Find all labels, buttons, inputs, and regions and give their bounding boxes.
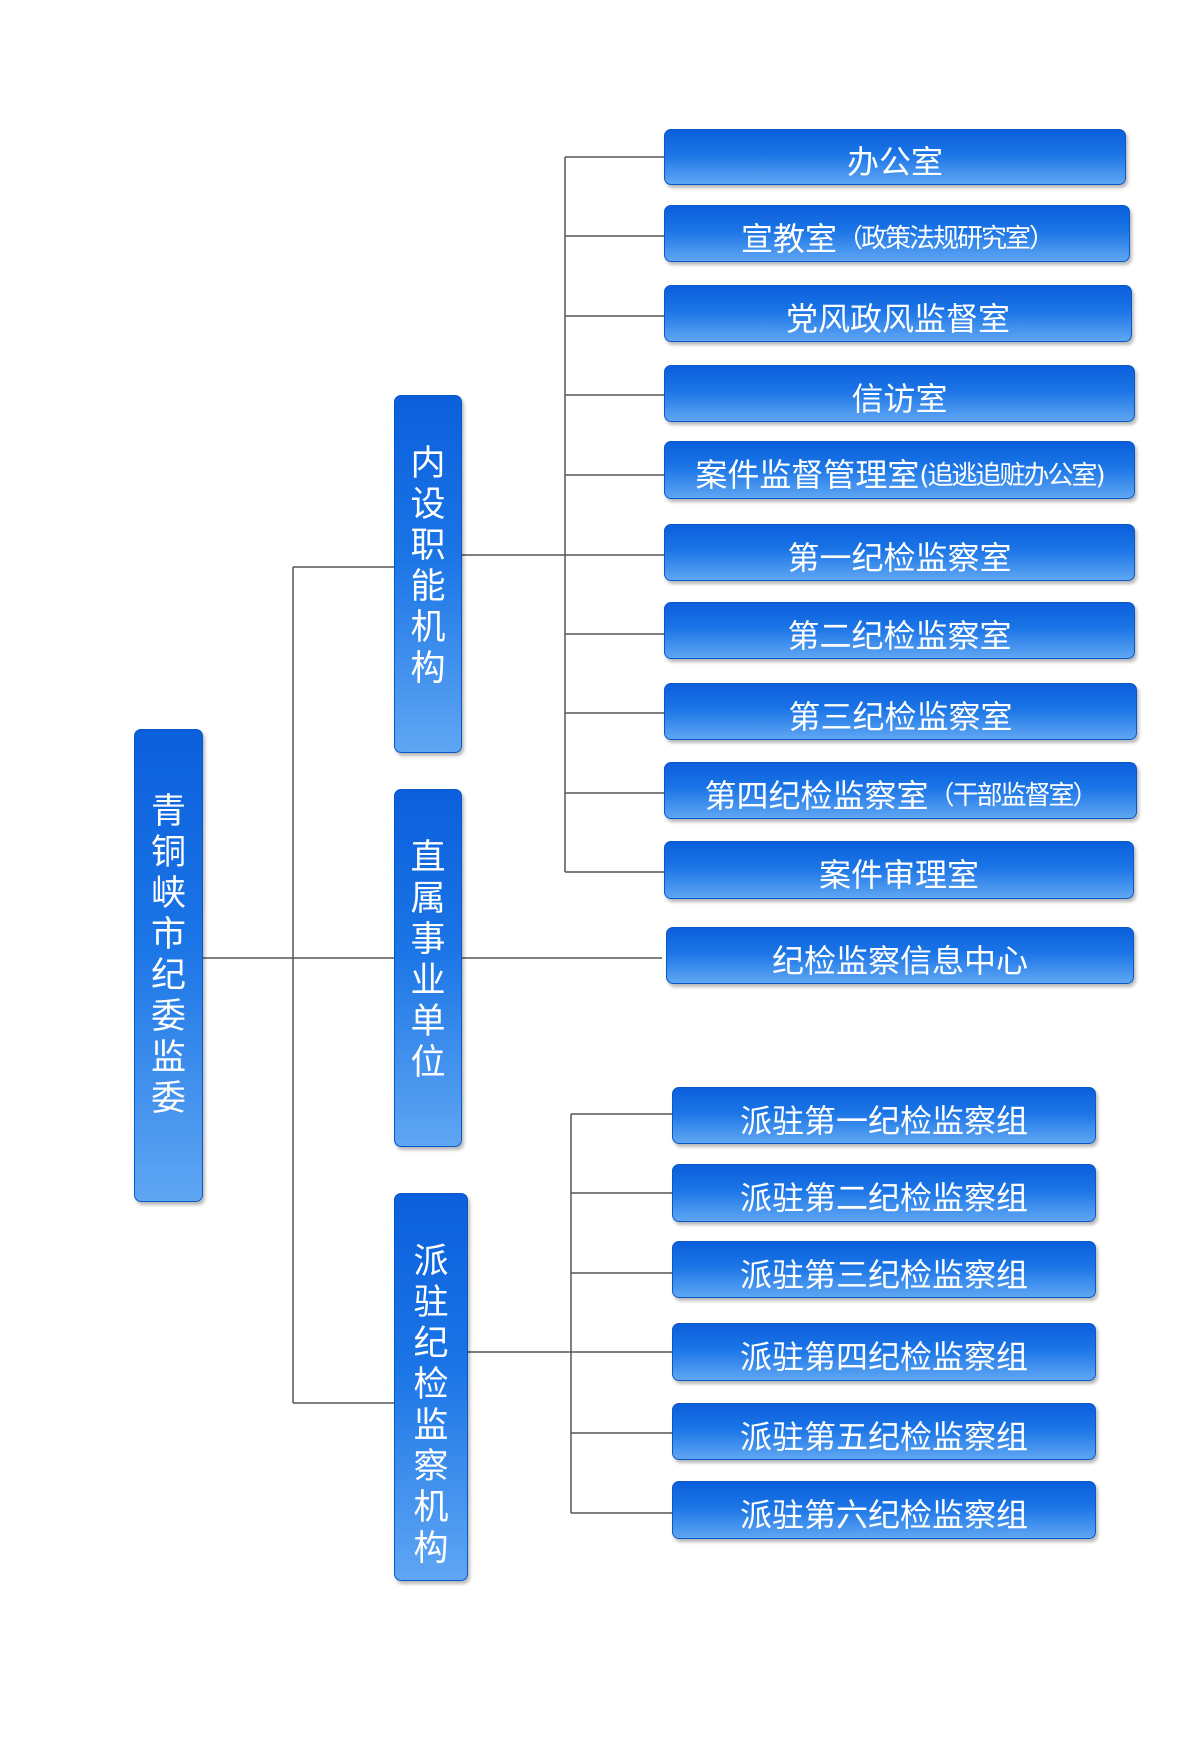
dept-label: 第三纪检监察室	[788, 697, 1013, 736]
dept-box: 第一纪检监察室	[664, 524, 1135, 581]
dept-label: 派驻第六纪检监察组	[739, 1496, 1028, 1534]
dept-label: 宣教室	[740, 219, 837, 258]
dept-box: 第三纪检监察室	[664, 683, 1137, 740]
vertical-char: 内	[410, 444, 446, 484]
dept-label: 纪检监察信息中心	[771, 941, 1028, 980]
vertical-char: 峡	[150, 874, 186, 914]
dept-label: 信访室	[851, 379, 948, 418]
vertical-char: 能	[410, 567, 446, 607]
vertical-char: 检	[413, 1365, 449, 1405]
vertical-char: 驻	[413, 1283, 449, 1323]
dept-box: 派驻第三纪检监察组	[672, 1241, 1096, 1298]
vertical-char: 属	[410, 879, 446, 919]
dept-box: 派驻第四纪检监察组	[672, 1323, 1096, 1381]
dept-box: 案件审理室	[664, 841, 1134, 899]
vertical-char: 单	[410, 1002, 446, 1042]
vertical-char: 委	[150, 997, 186, 1037]
vertical-char: 机	[410, 608, 446, 648]
dept-note: (追逃追赃办公室)	[919, 460, 1105, 491]
dept-label: 第四纪检监察室	[704, 776, 929, 815]
vertical-char: 直	[410, 838, 446, 878]
dept-box: 办公室	[664, 129, 1126, 185]
dept-box: 党风政风监督室	[664, 285, 1132, 342]
dept-box: 纪检监察信息中心	[666, 927, 1134, 984]
dept-box: 派驻第二纪检监察组	[672, 1164, 1096, 1222]
vertical-char: 事	[410, 920, 446, 960]
vertical-char: 构	[410, 649, 446, 689]
dept-label: 案件监督管理室	[695, 456, 920, 494]
dept-box: 派驻第六纪检监察组	[672, 1481, 1096, 1539]
vertical-char: 构	[413, 1529, 449, 1569]
dept-label: 派驻第二纪检监察组	[739, 1179, 1028, 1217]
vertical-char: 监	[150, 1038, 186, 1078]
dept-box: 第四纪检监察室（干部监督室）	[664, 762, 1137, 819]
vertical-char: 监	[413, 1406, 449, 1446]
group-node-dispatched-supervision-units: 派驻纪检监察机构	[394, 1193, 468, 1581]
vertical-char: 铜	[150, 833, 186, 873]
vertical-char: 察	[413, 1447, 449, 1487]
group-node-internal-functional-units: 内设职能机构	[394, 395, 462, 753]
group-node-directly-affiliated-units: 直属事业单位	[394, 789, 462, 1147]
dept-box: 宣教室（政策法规研究室）	[664, 205, 1130, 262]
vertical-char: 设	[410, 485, 446, 525]
dept-box: 派驻第五纪检监察组	[672, 1403, 1096, 1460]
vertical-char: 业	[410, 961, 446, 1001]
vertical-char: 纪	[150, 956, 186, 996]
dept-label: 党风政风监督室	[785, 299, 1010, 338]
dept-label: 派驻第四纪检监察组	[739, 1338, 1028, 1376]
dept-box: 第二纪检监察室	[664, 602, 1135, 659]
dept-box: 信访室	[664, 365, 1135, 422]
dept-box: 派驻第一纪检监察组	[672, 1087, 1096, 1144]
dept-label: 案件审理室	[818, 856, 979, 894]
vertical-char: 委	[150, 1079, 186, 1119]
vertical-char: 青	[150, 792, 186, 832]
dept-box: 案件监督管理室(追逃追赃办公室)	[664, 441, 1135, 499]
dept-label: 办公室	[846, 143, 943, 181]
dept-note: （干部监督室）	[928, 781, 1099, 811]
dept-label: 第一纪检监察室	[787, 538, 1012, 577]
dept-label: 第二纪检监察室	[787, 616, 1012, 655]
vertical-char: 机	[413, 1488, 449, 1528]
root-node: 青铜峡市纪委监委	[134, 729, 203, 1202]
vertical-char: 纪	[413, 1324, 449, 1364]
dept-label: 派驻第一纪检监察组	[739, 1101, 1028, 1140]
vertical-char: 职	[410, 526, 446, 566]
dept-label: 派驻第三纪检监察组	[739, 1255, 1028, 1294]
dept-label: 派驻第五纪检监察组	[739, 1417, 1028, 1456]
vertical-char: 派	[413, 1242, 449, 1282]
vertical-char: 市	[150, 915, 186, 955]
vertical-char: 位	[410, 1043, 446, 1083]
dept-note: （政策法规研究室）	[837, 224, 1055, 254]
